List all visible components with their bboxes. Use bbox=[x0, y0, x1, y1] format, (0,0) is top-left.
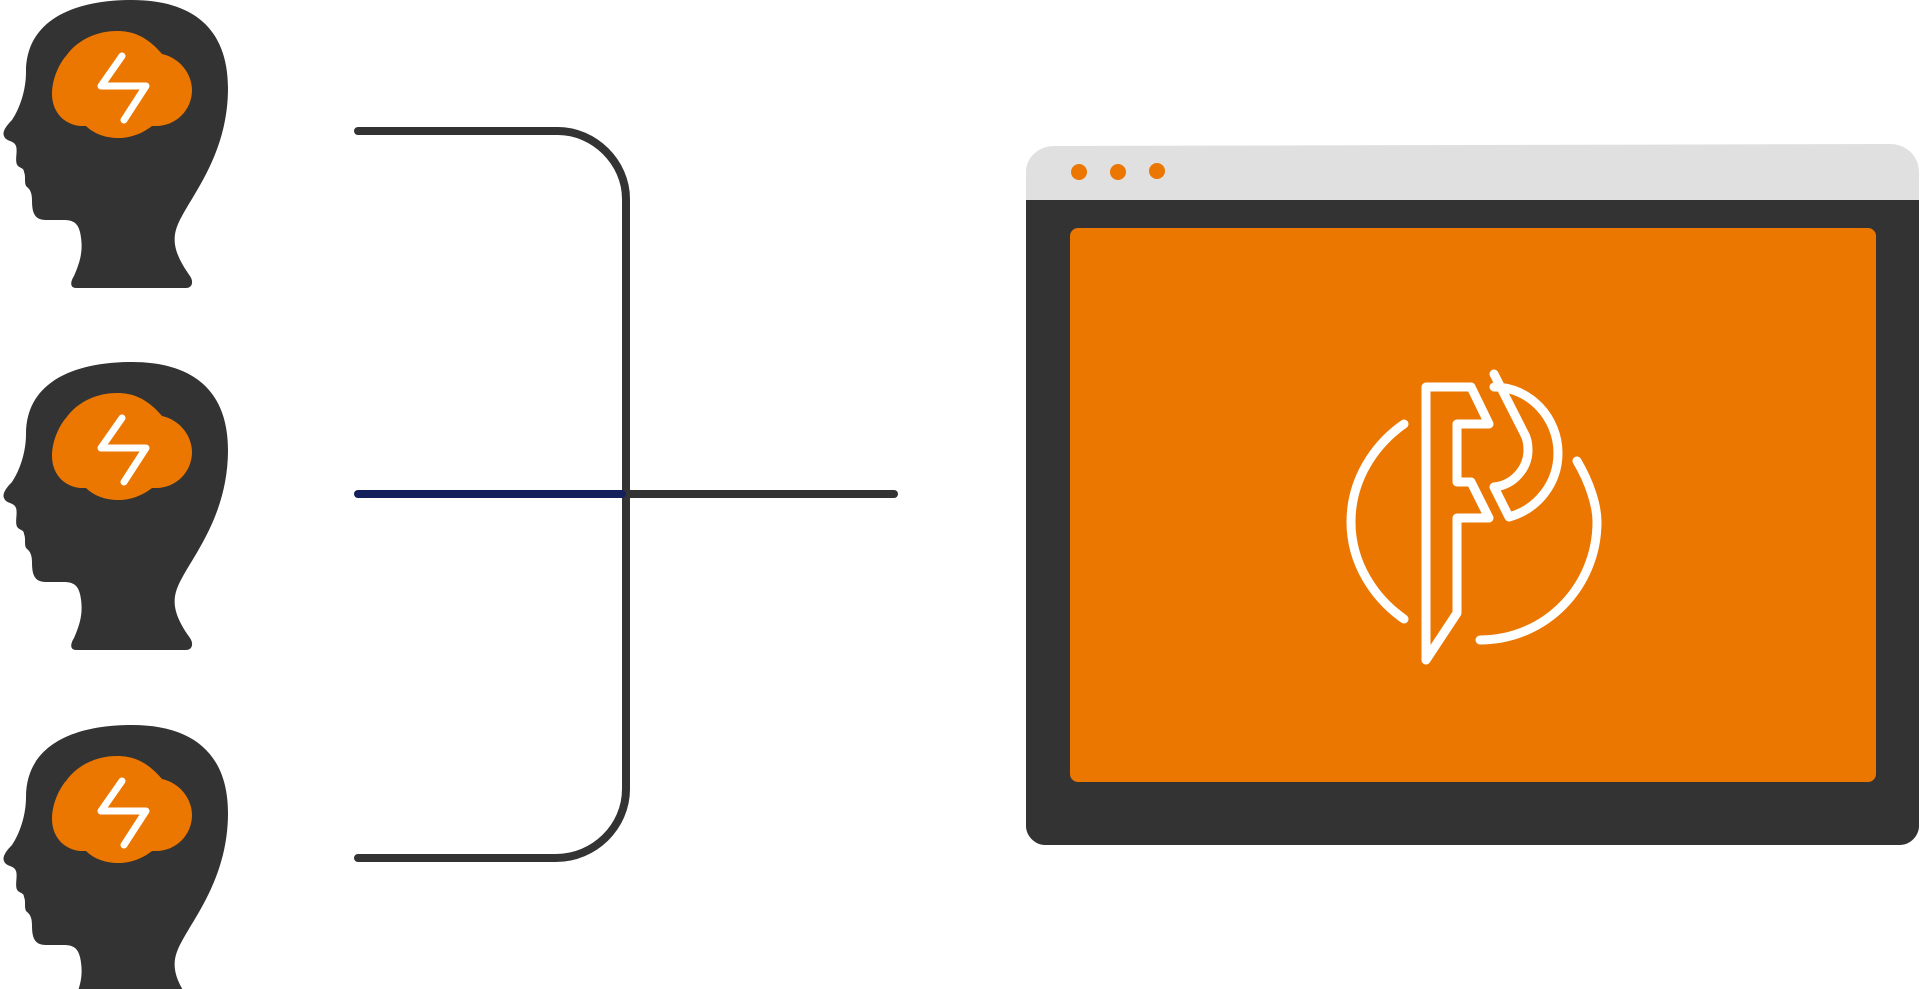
window-dot-2 bbox=[1110, 164, 1126, 180]
browser-content-area bbox=[1070, 228, 1876, 782]
connector-bottom bbox=[354, 492, 630, 862]
head-icon-middle bbox=[3, 362, 228, 650]
connector-top bbox=[354, 127, 630, 500]
window-dot-3 bbox=[1149, 163, 1165, 179]
browser-window bbox=[1026, 144, 1919, 845]
app-logo-icon bbox=[1346, 369, 1602, 665]
head-icon-bottom bbox=[3, 725, 228, 989]
browser-titlebar bbox=[1026, 144, 1919, 200]
window-dot-1 bbox=[1071, 164, 1087, 180]
head-icon-top bbox=[3, 0, 228, 288]
